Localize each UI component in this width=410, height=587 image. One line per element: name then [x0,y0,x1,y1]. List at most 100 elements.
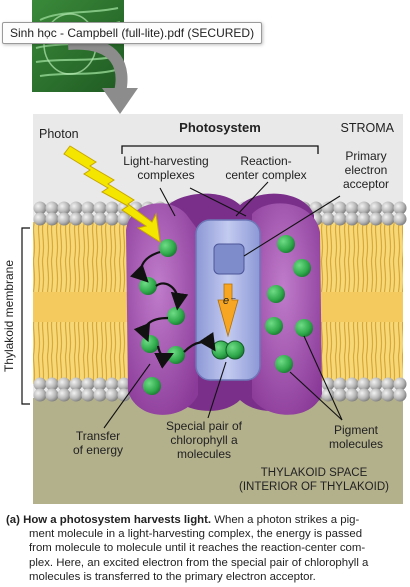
caption-line-5: molecules is transferred to the primary … [29,570,316,583]
caption-line-4: plex. Here, an excited electron from the… [29,556,369,569]
lipid-head [333,201,347,215]
caption-title: How a photosystem harvests light. [23,514,212,526]
caption-label: (a) [6,514,20,526]
lipid-head [81,201,95,215]
lipid-head [369,377,383,391]
pigment-molecules-label-1: Pigment [334,423,379,437]
lipid-head [309,201,323,215]
electron-transfer-arrow [217,283,239,338]
pigment-molecules-label-2: molecules [329,437,383,451]
energy-transfer-arrows [130,250,216,369]
lipid-head [81,212,95,226]
lipid-head [93,201,107,215]
lipid-head [45,388,59,402]
photosystem-label: Photosystem [179,120,261,135]
lipid-head [93,377,107,391]
lipid-head [321,201,335,215]
lipid-head [105,377,119,391]
thylakoid-membrane-bracket [21,227,30,405]
photosystem-bracket [121,145,319,154]
primary-acceptor-label-2: electron [345,163,388,177]
lipid-head [381,377,395,391]
caption-line-1: (a) How a photosystem harvests light. Wh… [6,513,406,527]
lipid-head [105,201,119,215]
lipid-head [393,388,407,402]
lipid-head [105,212,119,226]
lipid-head [345,212,359,226]
lipid-head [33,377,47,391]
lipid-head [57,201,71,215]
caption-line-2: ment molecule in a light-harvesting comp… [29,528,363,541]
lipid-head [69,201,83,215]
lipid-head [69,212,83,226]
lipid-head [45,201,59,215]
lipid-head [105,388,119,402]
lipid-head [57,377,71,391]
lipid-head [45,377,59,391]
lipid-head [93,212,107,226]
lipid-head [69,388,83,402]
lipid-head [357,377,371,391]
lipid-head [117,212,131,226]
primary-acceptor-label-3: acceptor [343,177,389,191]
lipid-head [333,212,347,226]
light-harvesting-label-1: Light-harvesting [123,154,208,168]
lipid-head [93,388,107,402]
light-harvesting-complex-right [252,203,322,415]
lipid-head [117,388,131,402]
leader-lines [103,181,343,429]
pigment-molecules-right [265,235,313,373]
special-pair-label-1: Special pair of [166,419,243,433]
lipid-head [69,377,83,391]
lipid-head [357,212,371,226]
lipid-head [381,212,395,226]
thylakoid-space-label-2: (INTERIOR OF THYLAKOID) [239,481,389,493]
lipid-head [369,201,383,215]
lipid-head [117,377,131,391]
electron-label: e⁻ [223,295,236,307]
primary-acceptor-label-1: Primary [345,149,386,163]
lipid-head [321,388,335,402]
transfer-energy-label-1: Transfer [76,429,120,443]
photon-label: Photon [39,127,79,141]
stroma-label: STROMA [341,121,395,135]
figure-caption: (a) How a photosystem harvests light. Wh… [6,513,406,584]
reaction-center-label-1: Reaction- [240,154,291,168]
caption-line-3: from molecule to molecule until it reach… [29,542,366,555]
lipid-head [345,388,359,402]
lipid-head [381,388,395,402]
lipid-head [393,377,407,391]
lipid-head [33,388,47,402]
transfer-energy-label-2: of energy [73,443,123,457]
lipid-head [381,201,395,215]
light-harvesting-label-2: complexes [137,168,194,182]
document-title-tooltip: Sinh học - Campbell (full-lite).pdf (SEC… [2,22,263,44]
lipid-head [345,377,359,391]
lipid-head [369,388,383,402]
lipid-head [357,201,371,215]
special-pair-chlorophyll [211,340,245,360]
lipid-head [45,212,59,226]
caption-text-1: When a photon strikes a pig- [214,514,360,526]
primary-electron-acceptor [213,243,245,275]
thylakoid-space-background [33,398,403,504]
lipid-head [357,388,371,402]
lipid-head [393,201,407,215]
special-pair-label-2: chlorophyll a [170,433,238,447]
thylakoid-membrane-label: Thylakoid membrane [2,260,16,372]
lipid-head [321,212,335,226]
lipid-head [333,377,347,391]
thylakoid-space-label-1: THYLAKOID SPACE [261,467,368,479]
lipid-head [57,212,71,226]
lipid-head [33,212,47,226]
special-pair-label-3: molecules [177,447,231,461]
lipid-head [81,388,95,402]
lipid-head [333,388,347,402]
lipid-head [33,201,47,215]
pigment-molecules-left [139,239,185,395]
lipid-head [393,212,407,226]
photon-lightning-icon [63,145,161,244]
lipid-head [57,388,71,402]
reaction-center-label-2: center complex [225,168,306,182]
